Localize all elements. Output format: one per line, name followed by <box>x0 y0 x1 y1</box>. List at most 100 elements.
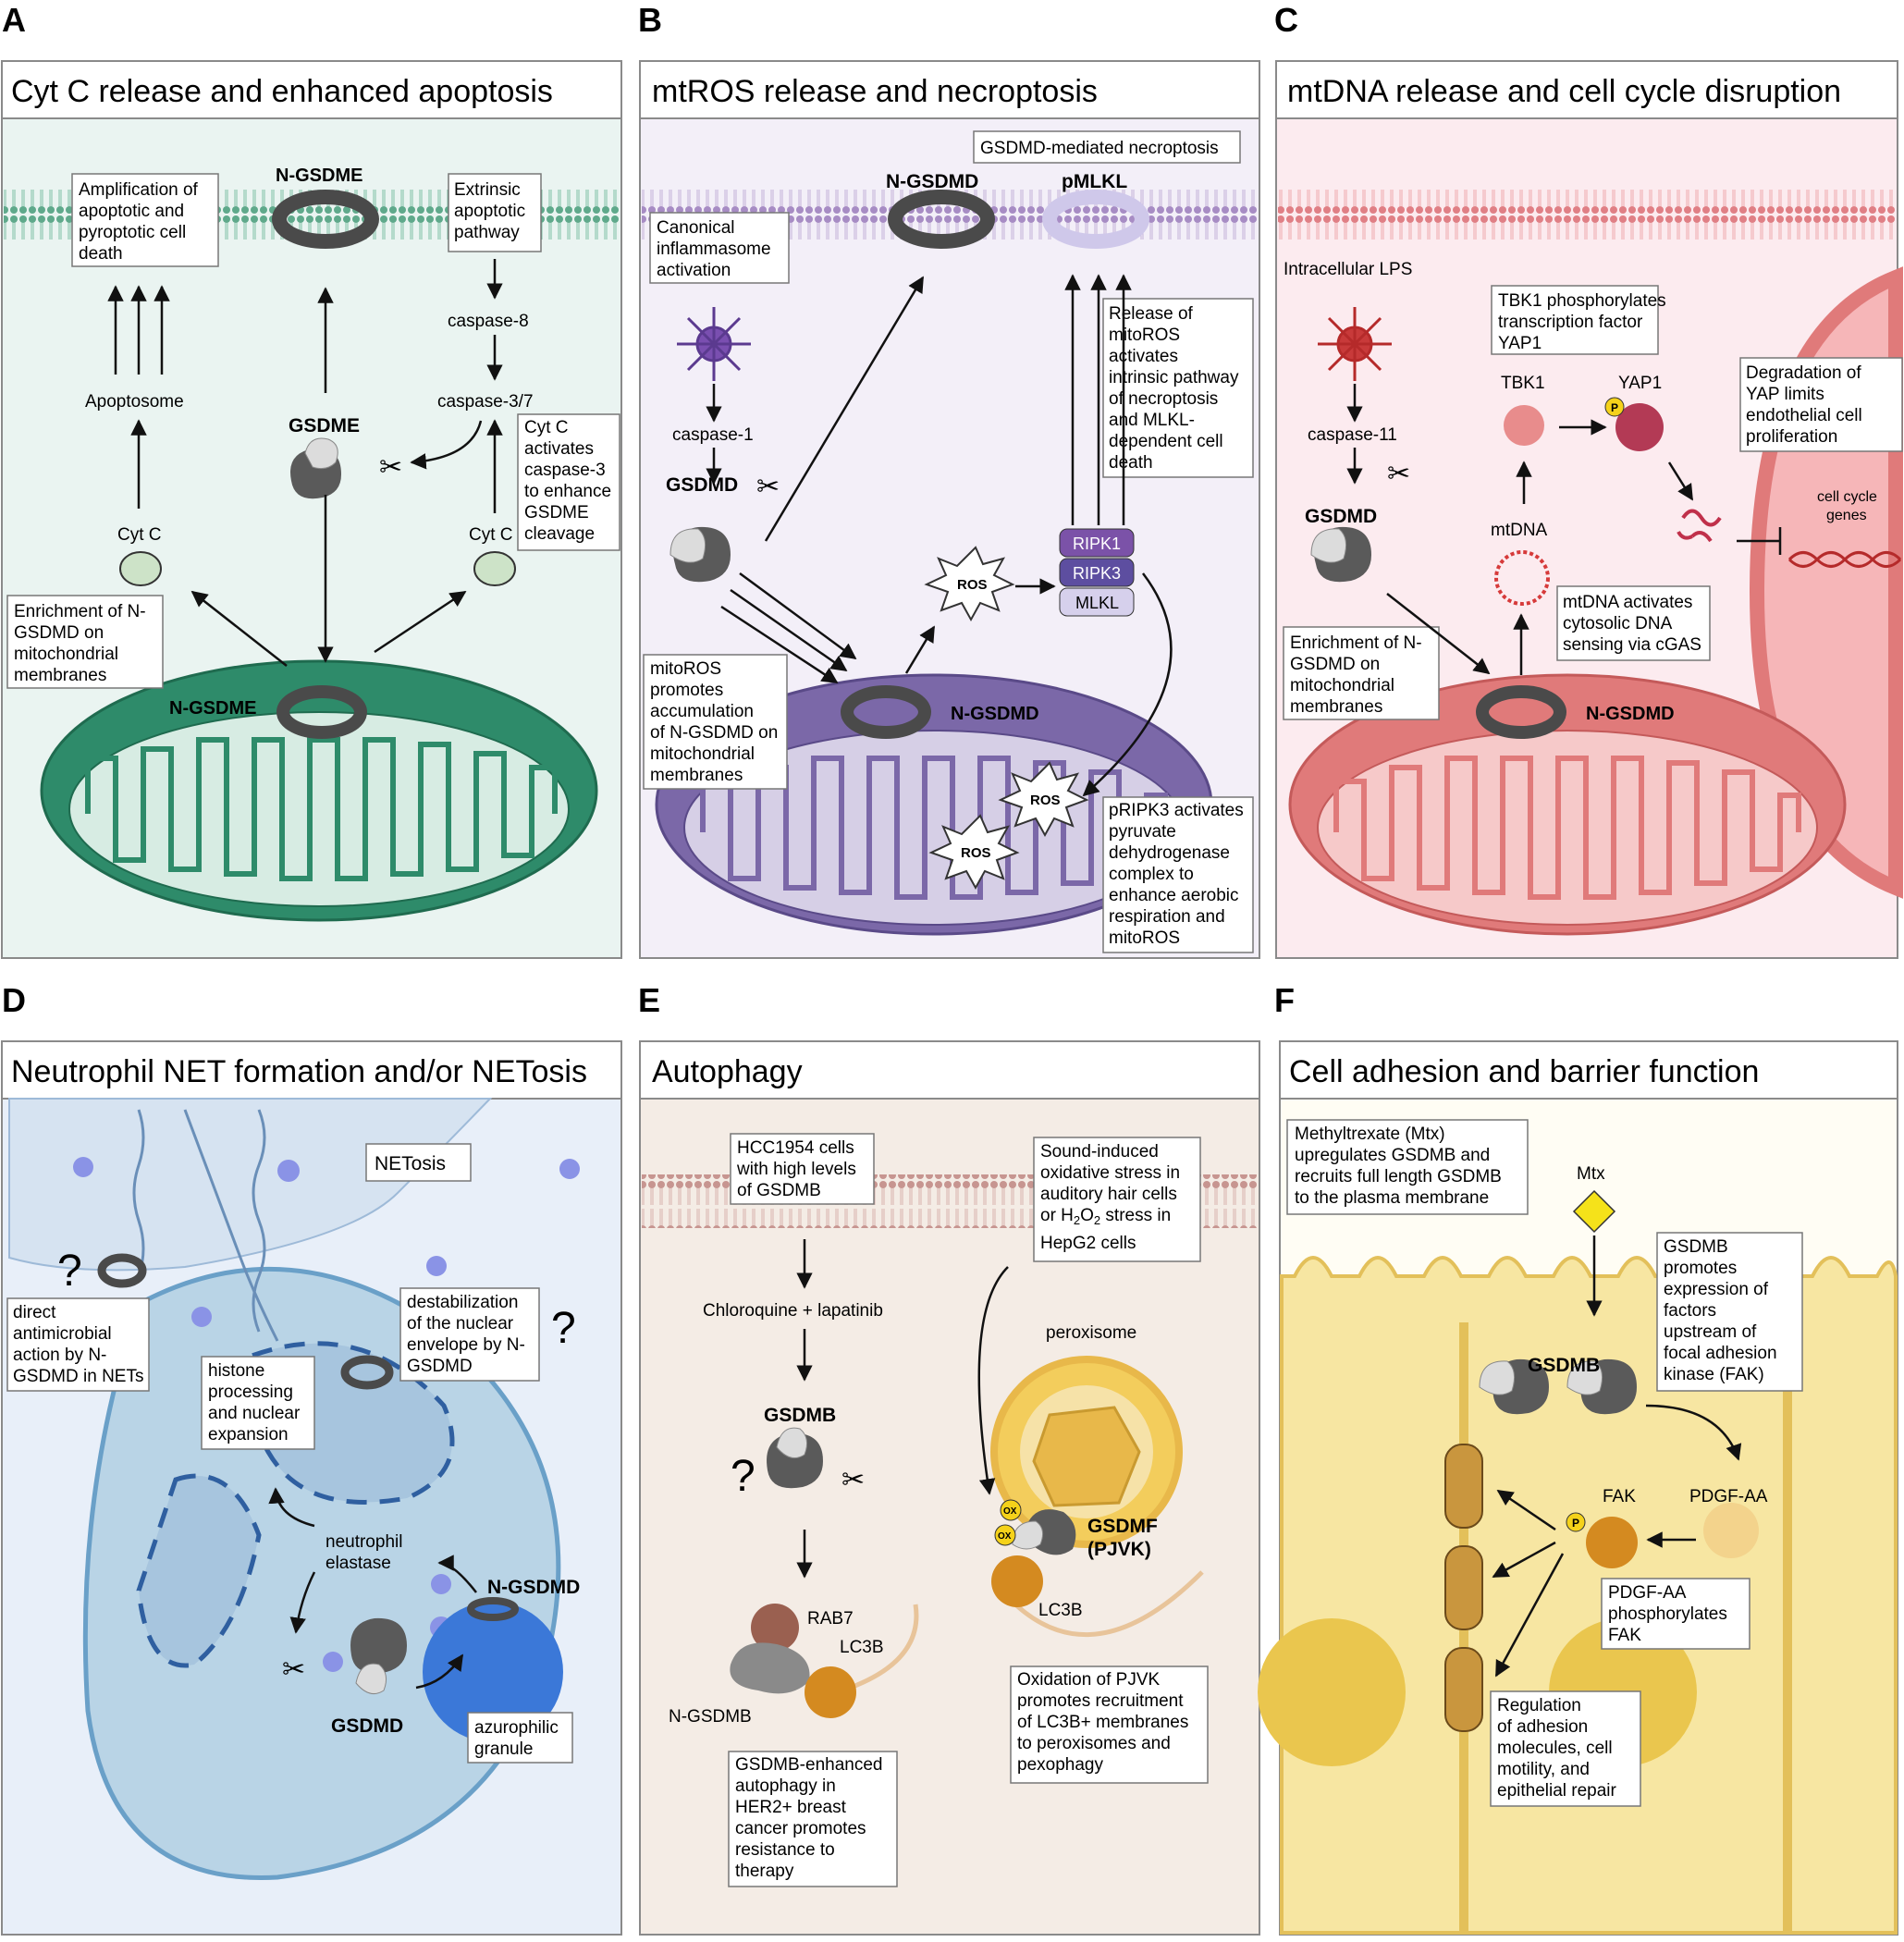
panel-letter: F <box>1274 981 1295 1019</box>
regulation-box <box>1490 1690 1641 1807</box>
pmlkl-label: pMLKL <box>1062 171 1127 192</box>
ripk1-block <box>1059 528 1135 558</box>
n-gsdmb-icon <box>730 1642 810 1694</box>
panel-title: Neutrophil NET formation and/or NETosis <box>11 1054 587 1089</box>
oxidation-box <box>1010 1665 1209 1784</box>
lc3b-icon <box>805 1666 856 1718</box>
mtdna-box <box>1556 585 1711 661</box>
panel-letter: E <box>638 981 660 1019</box>
degraded-yap-icon <box>1677 509 1722 543</box>
gsdmd-protein-icon <box>669 528 706 563</box>
degradation-box <box>1739 357 1903 452</box>
mtx-label: Mtx <box>1577 1164 1605 1184</box>
n-gsdme-mito-label: N-GSDME <box>169 698 256 719</box>
apoptosome-label: Apoptosome <box>85 392 184 412</box>
gsdmb-label: GSDMB <box>764 1405 836 1426</box>
arrows <box>796 1239 1009 1579</box>
pripk3-box <box>1102 796 1254 953</box>
n-gsdmd-pore <box>467 1597 519 1621</box>
gsdmb-protein-icon <box>1566 1360 1603 1395</box>
panel-letter: C <box>1274 1 1298 39</box>
lps-icon <box>1318 307 1392 381</box>
rab7-icon <box>751 1604 799 1652</box>
title-bar <box>1275 60 1898 119</box>
adhesion-molecule <box>1444 1647 1483 1732</box>
adhesion-molecule <box>1444 1444 1483 1529</box>
chromatin-strand <box>183 1109 279 1342</box>
n-gsdmd-mito-label: N-GSDMD <box>951 704 1039 724</box>
lc3b-icon <box>991 1555 1043 1607</box>
destab-box <box>399 1287 540 1382</box>
release-box <box>1102 298 1254 478</box>
granule <box>277 1160 300 1182</box>
panel-b: B mtROS release and necroptosis ✂ <box>638 1 1260 959</box>
fak-label: FAK <box>1603 1487 1636 1506</box>
scissors-icon: ✂ <box>282 1654 305 1685</box>
panel-c: C mtDNA release and cell cycle disruptio… <box>1274 1 1903 959</box>
granule <box>73 1157 93 1177</box>
panel-d: D Neutrophil NET formation and/or NETosi… <box>1 981 622 1936</box>
gsdmb-protein-icon <box>776 1427 808 1459</box>
cristae <box>1333 756 1801 900</box>
gsdmf-label: GSDMF(PJVK) <box>1087 1516 1158 1560</box>
mtdna-label: mtDNA <box>1491 521 1548 540</box>
cyt-c-label: Cyt C <box>117 525 162 545</box>
scissors-icon: ✂ <box>379 452 402 483</box>
cell-membrane <box>1278 190 1896 243</box>
n-gsdmd-label: N-GSDMD <box>886 171 978 192</box>
dna-icon <box>1787 551 1902 568</box>
ox-icon <box>994 1524 1016 1546</box>
cell-nucleus <box>1258 1618 1406 1766</box>
mtx-box <box>1286 1119 1529 1215</box>
ripk3-block <box>1059 558 1135 587</box>
gsdmd-protein-icon <box>1310 528 1347 563</box>
n-gsdmd-pore-membrane <box>888 190 995 249</box>
n-gsdme-pore-mito <box>276 685 367 739</box>
panel-letter: A <box>2 1 26 39</box>
title-bar <box>1 60 622 119</box>
panel-title: Cyt C release and enhanced apoptosis <box>11 74 553 109</box>
gsdmd-label: GSDMD <box>1305 506 1377 527</box>
lc3b-label: LC3B <box>1038 1601 1083 1620</box>
phospho-icon <box>1566 1512 1586 1532</box>
promotes-box <box>1656 1232 1803 1392</box>
ros-label: ROS <box>957 577 988 593</box>
netosis-box <box>365 1143 472 1182</box>
ros-label: ROS <box>961 845 991 861</box>
n-gsdmd-pore <box>340 1355 394 1390</box>
mtx-box-text: Methyltrexate (Mtx)upregulates GSDMB and… <box>1295 1125 1502 1208</box>
arrows <box>706 274 1173 797</box>
ox-icon <box>1000 1499 1022 1521</box>
caspase-11-label: caspase-11 <box>1308 425 1397 445</box>
granule <box>431 1574 451 1594</box>
gsdmd-label: GSDMD <box>666 474 738 496</box>
title-bar <box>639 60 1260 119</box>
lc3b-label: LC3B <box>840 1638 884 1657</box>
arrows <box>1346 384 1694 675</box>
epithelial-cells <box>1280 1256 1898 1935</box>
n-gsdme-pore-membrane <box>272 190 379 249</box>
title-bar <box>1279 1040 1898 1100</box>
caspase-1-label: caspase-1 <box>672 425 754 445</box>
pdgf-box <box>1601 1578 1750 1650</box>
rab7-label: RAB7 <box>807 1609 854 1629</box>
panel-letter: B <box>638 1 662 39</box>
fak-icon <box>1586 1517 1638 1568</box>
gsdmd-protein-icon <box>350 1617 407 1674</box>
ros-star-icon <box>924 546 1015 622</box>
enrichment-box <box>6 595 164 689</box>
hepg2-text: HepG2 cells <box>1040 1234 1136 1253</box>
question-mark: ? <box>731 1452 755 1501</box>
